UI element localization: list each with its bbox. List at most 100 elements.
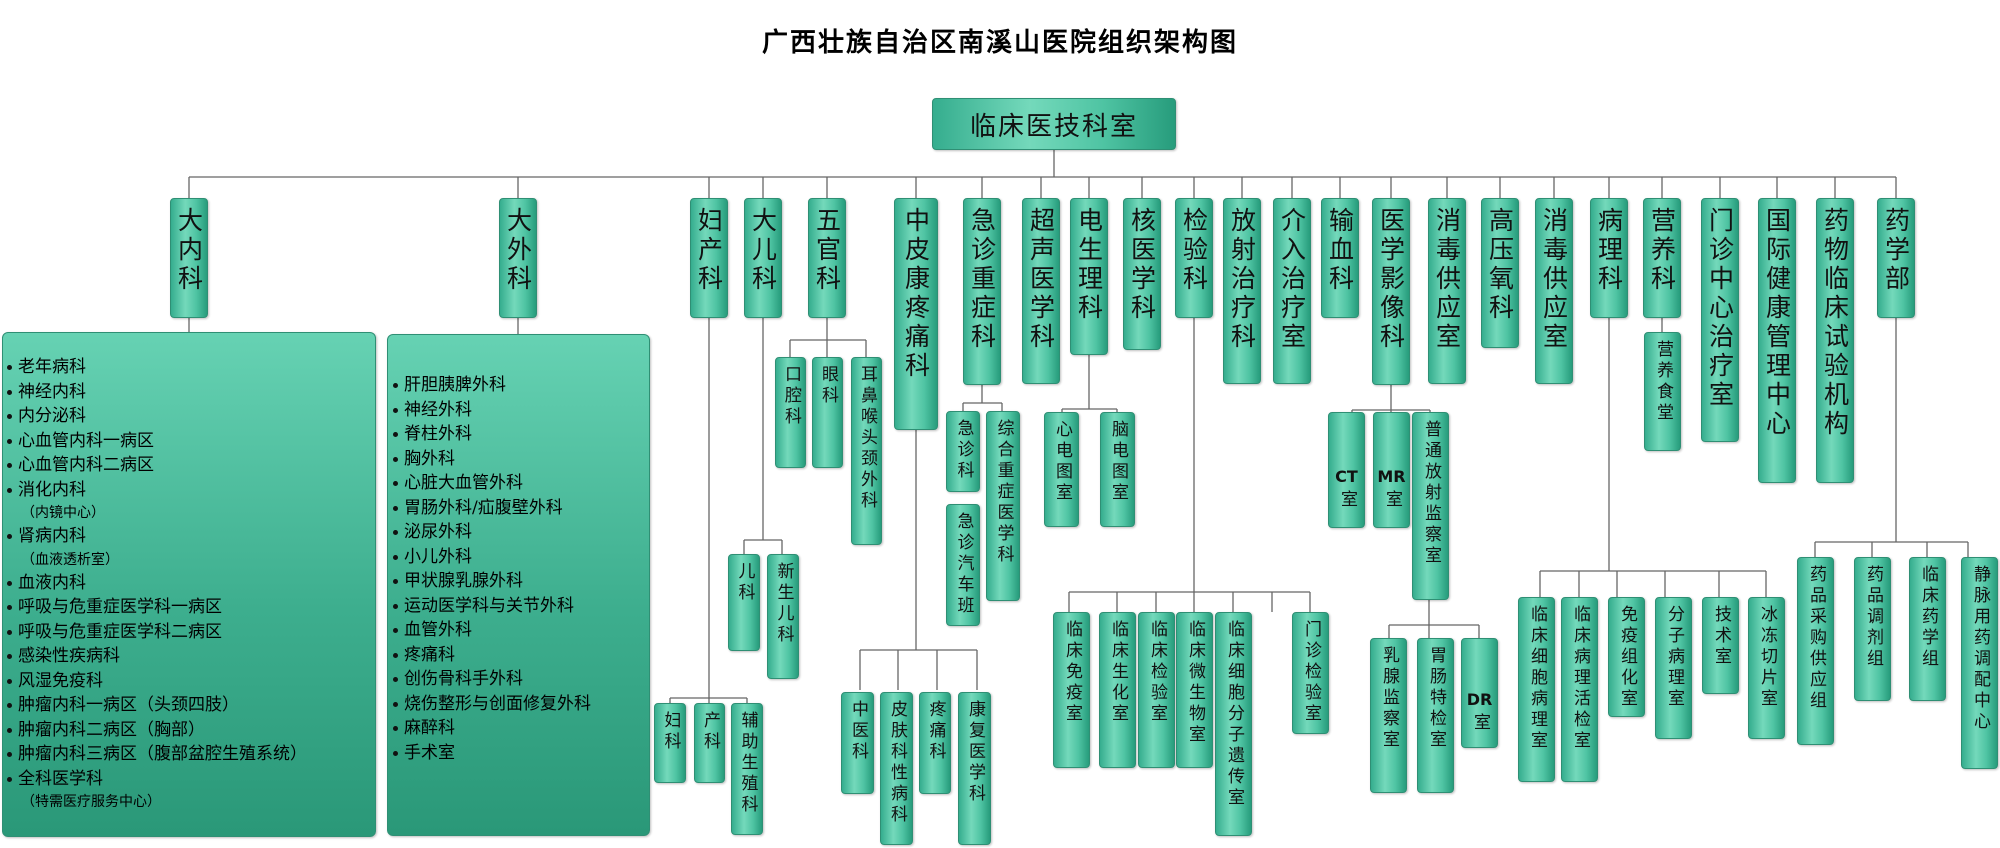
connector <box>188 318 519 334</box>
dept-yingxiang[interactable]: 医学影像科 <box>1372 198 1410 385</box>
sub-jishu[interactable]: 技术室 <box>1702 597 1739 694</box>
sub-bl-huojian[interactable]: 临床病理活检室 <box>1561 597 1598 782</box>
bullet-icon <box>393 432 398 437</box>
waike-list-item: 烧伤整形与创面修复外科 <box>393 692 649 717</box>
sub-menzhen-jianyan[interactable]: 门诊检验室 <box>1292 612 1329 734</box>
dept-bingli[interactable]: 病理科 <box>1590 198 1628 318</box>
bullet-icon <box>7 365 12 370</box>
neike-list-item: 神经内科 <box>7 380 375 405</box>
bullet-icon <box>393 579 398 584</box>
sub-yingyang-shitang[interactable]: 营养食堂 <box>1644 332 1681 451</box>
sub-yanke[interactable]: 眼科 <box>812 357 843 468</box>
neike-list-item: 心血管内科一病区 <box>7 429 375 454</box>
dept-shuxue[interactable]: 输血科 <box>1321 198 1359 318</box>
bullet-icon <box>393 456 398 462</box>
connector <box>1351 385 1431 412</box>
sub-zonghe[interactable]: 综合重症医学科 <box>986 411 1020 601</box>
dept-diansheng[interactable]: 电生理科 <box>1070 198 1108 355</box>
sub-mianyi-zuhua[interactable]: 免疫组化室 <box>1608 597 1645 717</box>
bullet-icon <box>393 628 398 633</box>
dept-jieru[interactable]: 介入治疗室 <box>1273 198 1311 384</box>
neike-list-item: 老年病科 <box>7 355 375 380</box>
neike-list-item: 内分泌科 <box>7 404 375 429</box>
sub-fuzhu[interactable]: 辅助生殖科 <box>731 703 763 835</box>
dept-erke[interactable]: 大儿科 <box>744 198 782 318</box>
root-department[interactable]: 临床医技科室 <box>932 98 1176 150</box>
sub-zhongyi[interactable]: 中医科 <box>841 692 874 794</box>
waike-list-item: 小儿外科 <box>393 545 649 570</box>
bullet-icon <box>7 487 12 493</box>
dept-waike[interactable]: 大外科 <box>499 198 537 318</box>
sub-kouqiang[interactable]: 口腔科 <box>775 357 806 468</box>
sub-erke[interactable]: 儿科 <box>728 554 760 651</box>
sub-linchuang-yaoxue[interactable]: 临床药学组 <box>1909 557 1946 701</box>
neike-division-list: 老年病科神经内科内分泌科心血管内科一病区心血管内科二病区消化内科（内镜中心）肾病… <box>2 332 376 837</box>
sub-jingmai[interactable]: 静脉用药调配中心 <box>1961 557 1998 769</box>
sub-kangfu[interactable]: 康复医学科 <box>958 692 991 845</box>
dept-neike[interactable]: 大内科 <box>170 198 208 318</box>
sub-qiche[interactable]: 急诊汽车班 <box>946 504 980 626</box>
neike-list-item: 血液内科 <box>7 571 375 596</box>
dept-xiaodu-2[interactable]: 消毒供应室 <box>1535 198 1573 384</box>
sub-lc-mianyi[interactable]: 临床免疫室 <box>1053 612 1090 768</box>
dept-gaoya[interactable]: 高压氧科 <box>1481 198 1519 348</box>
connector <box>189 150 1896 178</box>
neike-list-item: （血液透析室） <box>21 551 119 568</box>
sub-lc-shenghua[interactable]: 临床生化室 <box>1099 612 1136 768</box>
neike-list-item: 呼吸与危重症医学科二病区 <box>7 620 375 645</box>
sub-xindian[interactable]: 心电图室 <box>1044 412 1079 527</box>
dept-yaoxue[interactable]: 药学部 <box>1877 198 1915 318</box>
sub-weichang[interactable]: 胃肠特检室 <box>1417 638 1454 793</box>
dept-fuchan[interactable]: 妇产科 <box>690 198 728 318</box>
sub-fuke[interactable]: 妇科 <box>654 703 686 783</box>
waike-division-list: 肝胆胰脾外科神经外科脊柱外科胸外科心脏大血管外科胃肠外科/疝腹壁外科泌尿外科小儿… <box>387 334 650 836</box>
neike-list-item: 风湿免疫科 <box>7 669 375 694</box>
connector <box>743 318 783 554</box>
neike-list: 老年病科神经内科内分泌科心血管内科一病区心血管内科二病区消化内科（内镜中心）肾病… <box>7 355 375 813</box>
connector <box>669 318 748 703</box>
sub-jizhen[interactable]: 急诊科 <box>946 411 980 492</box>
sub-pifu[interactable]: 皮肤科性病科 <box>880 692 913 845</box>
sub-tengtong[interactable]: 疼痛科 <box>919 692 951 794</box>
dept-xiaodu-1[interactable]: 消毒供应室 <box>1428 198 1466 384</box>
neike-list-item: 肿瘤内科三病区（腹部盆腔生殖系统） <box>7 742 375 767</box>
sub-chanke[interactable]: 产科 <box>694 703 725 783</box>
connector <box>1061 355 1118 412</box>
dept-guoji[interactable]: 国际健康管理中心 <box>1758 198 1796 483</box>
bullet-icon <box>7 752 12 757</box>
sub-ruxian[interactable]: 乳腺监察室 <box>1370 638 1407 793</box>
connector <box>188 177 1897 198</box>
dept-wuguan[interactable]: 五官科 <box>808 198 846 318</box>
dept-yingyang[interactable]: 营养科 <box>1643 198 1681 318</box>
sub-bl-xibao[interactable]: 临床细胞病理室 <box>1518 597 1555 782</box>
sub-caigou[interactable]: 药品采购供应组 <box>1797 557 1834 745</box>
dept-yaowu[interactable]: 药物临床试验机构 <box>1816 198 1854 483</box>
sub-lc-weisheng[interactable]: 临床微生物室 <box>1176 612 1213 768</box>
sub-erbi[interactable]: 耳鼻喉头颈外科 <box>851 357 882 545</box>
dept-jizhen[interactable]: 急诊重症科 <box>963 198 1001 385</box>
bullet-icon <box>393 407 398 413</box>
dept-menzhen[interactable]: 门诊中心治疗室 <box>1701 198 1739 442</box>
sub-xinsheng[interactable]: 新生儿科 <box>767 554 799 679</box>
sub-putong-fangshe[interactable]: 普通放射监察室 <box>1412 412 1449 600</box>
bullet-icon <box>393 481 398 486</box>
bullet-icon <box>393 677 398 682</box>
neike-list-item: 心血管内科二病区 <box>7 453 375 478</box>
bullet-icon <box>393 530 398 535</box>
neike-list-item: 肿瘤内科一病区（头颈四肢） <box>7 693 375 718</box>
sub-lc-xibao[interactable]: 临床细胞分子遗传室 <box>1215 612 1252 836</box>
dept-zhongpi[interactable]: 中皮康疼痛科 <box>894 198 938 430</box>
dept-heyi[interactable]: 核医学科 <box>1123 198 1161 350</box>
sub-lc-jianyan[interactable]: 临床检验室 <box>1138 612 1175 768</box>
sub-naodian[interactable]: 脑电图室 <box>1100 412 1135 527</box>
sub-tiaoji[interactable]: 药品调剂组 <box>1854 557 1891 701</box>
dept-chaosheng[interactable]: 超声医学科 <box>1022 198 1060 384</box>
sub-fenzi[interactable]: 分子病理室 <box>1655 597 1692 739</box>
sub-bingdong[interactable]: 冰冻切片室 <box>1748 597 1785 739</box>
dept-jianyan[interactable]: 检验科 <box>1175 198 1213 318</box>
connector <box>1814 318 1969 557</box>
dept-fangliao[interactable]: 放射治疗科 <box>1223 198 1261 384</box>
